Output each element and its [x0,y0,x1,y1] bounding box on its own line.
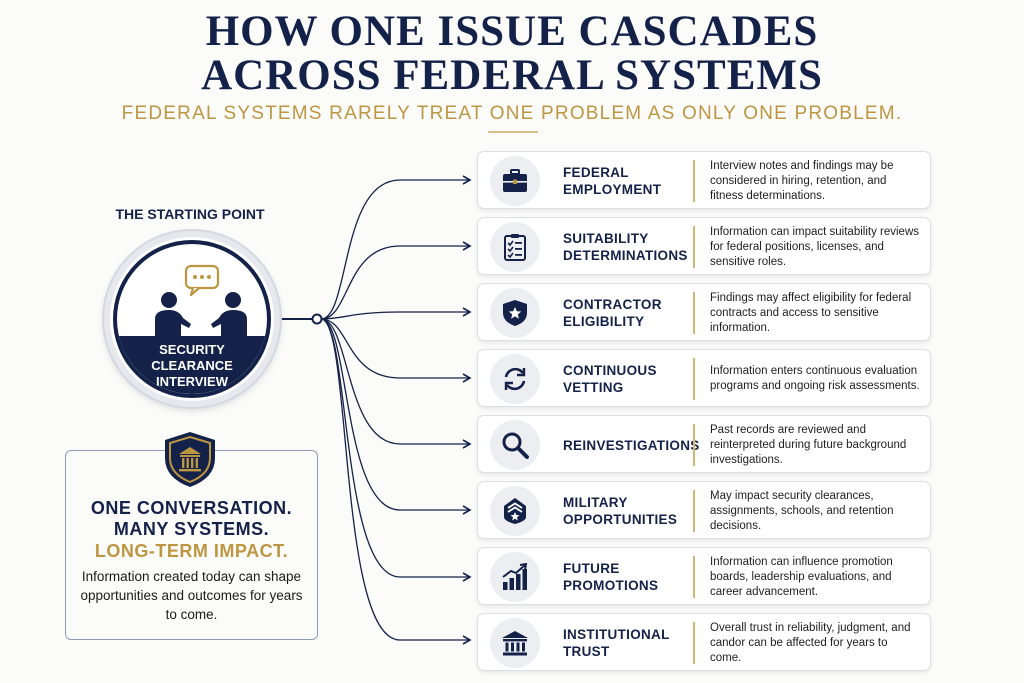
institution-icon [502,631,528,656]
refresh-icon [504,367,526,391]
connector-3 [320,307,472,320]
page-subtitle: FEDERAL SYSTEMS RARELY TREAT ONE PROBLEM… [121,103,903,124]
card-description: May impact security clearances, assignme… [710,489,894,532]
interview-people-icon [155,264,247,336]
subtitle-divider [488,131,538,133]
summary-headline-3: LONG-TERM IMPACT. [94,541,289,561]
connector-2 [320,241,472,320]
title-line-1: HOW ONE ISSUE CASCADES [205,8,819,55]
card-title: INSTITUTIONAL TRUST [563,627,670,659]
card-institutional-trust: INSTITUTIONAL TRUST Overall trust in rel… [477,613,931,671]
card-title: FUTURE PROMOTIONS [563,561,659,593]
card-description: Past records are reviewed and reinterpre… [710,423,907,466]
government-shield-icon [165,432,215,487]
card-description: Findings may affect eligibility for fede… [710,291,912,334]
starting-point-title: SECURITY CLEARANCE INTERVIEW [151,342,233,389]
card-description: Information enters continuous evaluation… [710,365,920,392]
title-line-2: ACROSS FEDERAL SYSTEMS [201,52,823,99]
connector-4 [320,318,472,383]
growth-chart-icon [502,563,528,590]
starting-point-node: SECURITY CLEARANCE INTERVIEW [104,231,280,407]
card-reinvestigations: REINVESTIGATIONS Past records are review… [477,415,931,473]
checklist-icon [504,234,526,261]
card-continuous-vetting: CONTINUOUS VETTING Information enters co… [477,349,931,407]
card-federal-employment: FEDERAL EMPLOYMENT Interview notes and f… [477,151,931,209]
briefcase-icon [503,169,527,192]
card-title: MILITARY OPPORTUNITIES [563,495,678,527]
card-title: REINVESTIGATIONS [563,437,700,453]
card-suitability-determinations: SUITABILITY DETERMINATIONS Information c… [477,217,931,275]
card-description: Information can impact suitability revie… [710,225,919,268]
summary-headline-1: ONE CONVERSATION. [90,498,293,518]
connector-1 [320,175,472,320]
military-rank-icon [504,498,526,524]
card-description: Interview notes and findings may be cons… [710,159,894,202]
summary-headline-2: MANY SYSTEMS. [113,519,270,539]
card-title: CONTINUOUS VETTING [563,363,657,395]
connector-6 [320,318,472,515]
starting-point-label: THE STARTING POINT [115,206,265,222]
shield-star-icon [503,300,527,326]
card-future-promotions: FUTURE PROMOTIONS Information can influe… [477,547,931,605]
magnifier-icon [502,432,529,459]
card-military-opportunities: MILITARY OPPORTUNITIES May impact securi… [477,481,931,539]
summary-body: Information created today can shape oppo… [80,569,303,622]
card-description: Overall trust in reliability, judgment, … [710,621,911,664]
card-contractor-eligibility: CONTRACTOR ELIGIBILITY Findings may affe… [477,283,931,341]
card-title: FEDERAL EMPLOYMENT [563,165,662,197]
card-title: CONTRACTOR ELIGIBILITY [563,297,662,329]
connector-5 [320,318,472,449]
page-title: HOW ONE ISSUE CASCADES ACROSS FEDERAL SY… [0,10,1024,98]
card-description: Information can influence promotion boar… [710,555,893,598]
hub-node [311,313,323,325]
connector-8 [320,318,472,645]
card-title: SUITABILITY DETERMINATIONS [563,231,688,263]
